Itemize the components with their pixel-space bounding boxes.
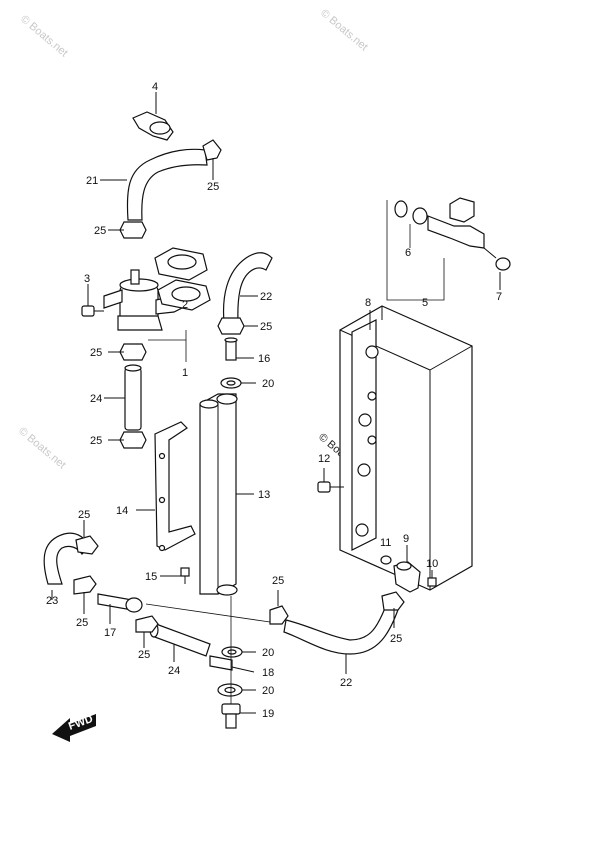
watermark-top-right: © Boats.net — [318, 7, 370, 53]
hose-clamp-25-b — [108, 221, 147, 239]
callout-7: 7 — [496, 291, 502, 303]
washer-part-20-b — [221, 646, 256, 658]
hose-part-22-lower — [283, 599, 401, 674]
hose-clamp-25-a — [202, 139, 222, 180]
callout-25-a: 25 — [207, 181, 219, 193]
hose-part-24-upper — [104, 364, 142, 431]
clamp-part-4 — [132, 92, 174, 141]
callout-12: 12 — [318, 453, 330, 465]
hose-clamp-25-g — [73, 575, 97, 614]
bolt-part-3 — [81, 284, 104, 317]
callout-22-a: 22 — [260, 291, 272, 303]
callout-16: 16 — [258, 353, 270, 365]
hose-part-24-lower — [149, 622, 211, 662]
hose-part-22-upper — [222, 252, 273, 323]
washer-part-20-a — [220, 377, 256, 389]
banjo-bolt-part-19 — [221, 703, 256, 729]
callout-5: 5 — [422, 297, 428, 309]
callout-10: 10 — [426, 558, 438, 570]
callout-15: 15 — [145, 571, 157, 583]
callout-11: 11 — [380, 537, 391, 549]
callout-13: 13 — [258, 489, 270, 501]
callout-14: 14 — [116, 505, 128, 517]
hose-clamp-25-d — [108, 431, 147, 449]
screw-part-10 — [427, 570, 437, 587]
fitting-part-16 — [224, 337, 254, 361]
callout-20-a: 20 — [262, 378, 274, 390]
fuel-rail-part-13 — [199, 393, 254, 596]
callout-22-b: 22 — [340, 677, 352, 689]
intake-manifold-part-8 — [339, 305, 473, 591]
watermark-mid-left: © Boats.net — [16, 425, 68, 471]
callout-4: 4 — [152, 81, 158, 93]
screw-part-15 — [160, 567, 190, 584]
callout-2: 2 — [182, 299, 188, 311]
callout-25-d: 25 — [90, 435, 102, 447]
callout-9: 9 — [403, 533, 409, 545]
fuel-injector-part-5 — [386, 197, 511, 301]
bolt-part-12 — [317, 468, 344, 493]
hose-clamp-25-j — [381, 591, 405, 628]
callout-6: 6 — [405, 247, 411, 259]
callout-25-c: 25 — [90, 347, 102, 359]
callout-23: 23 — [46, 595, 58, 607]
hose-clamp-25-e — [217, 317, 258, 335]
bracket-part-14 — [136, 421, 196, 552]
forward-direction-arrow: FWD — [52, 713, 96, 742]
callout-3: 3 — [84, 273, 90, 285]
callout-18: 18 — [262, 667, 274, 679]
callout-25-e: 25 — [260, 321, 272, 333]
sensor-part-9 — [393, 545, 421, 593]
hose-clamp-25-c — [108, 343, 147, 361]
callout-19: 19 — [262, 708, 274, 720]
callout-25-i: 25 — [272, 575, 284, 587]
callout-25-h: 25 — [138, 649, 150, 661]
callout-24-b: 24 — [168, 665, 180, 677]
hose-clamp-25-h — [135, 615, 159, 648]
callout-1: 1 — [182, 367, 188, 379]
hose-clamp-25-f — [75, 520, 99, 555]
hose-part-21 — [100, 148, 208, 221]
callout-24-a: 24 — [90, 393, 102, 405]
callout-20-b: 20 — [262, 647, 274, 659]
callout-21: 21 — [86, 175, 98, 187]
callout-25-j: 25 — [390, 633, 402, 645]
callout-25-g: 25 — [76, 617, 88, 629]
callout-8: 8 — [365, 297, 371, 309]
fitting-part-18 — [209, 655, 255, 673]
fitting-part-17 — [97, 593, 271, 624]
callout-25-f: 25 — [78, 509, 90, 521]
callout-25-b: 25 — [94, 225, 106, 237]
washer-part-20-c — [217, 683, 256, 697]
hose-clamp-25-i — [269, 590, 289, 625]
fuel-filter-assembly-1 — [103, 247, 211, 362]
callout-17: 17 — [104, 627, 116, 639]
callout-20-c: 20 — [262, 685, 274, 697]
watermark-top-left: © Boats.net — [18, 13, 70, 59]
o-ring-part-11 — [380, 555, 392, 565]
